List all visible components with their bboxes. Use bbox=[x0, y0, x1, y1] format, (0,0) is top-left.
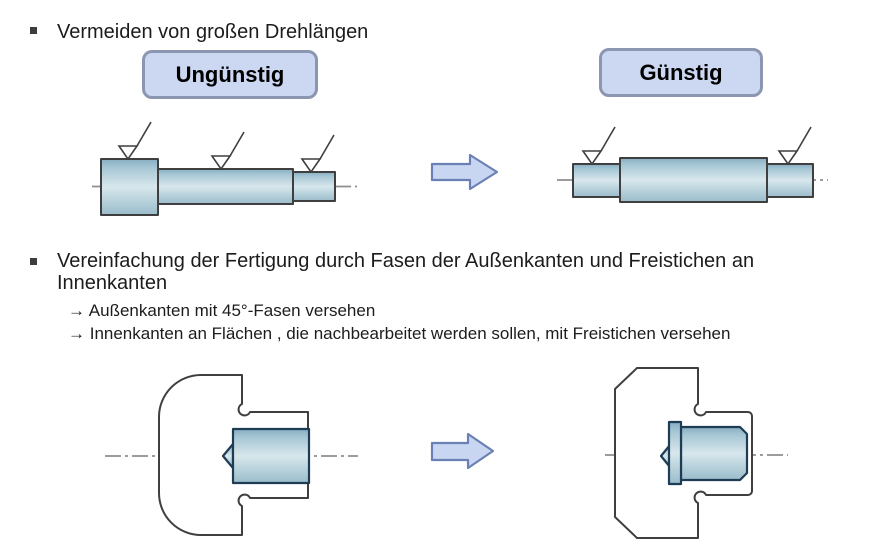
label-unguenstig-text: Ungünstig bbox=[175, 61, 285, 87]
surface-finish-icon bbox=[118, 121, 152, 160]
bullet-square-icon bbox=[30, 258, 37, 265]
pin-collar bbox=[667, 420, 683, 486]
figure-unguenstig-shaft bbox=[92, 121, 357, 216]
shaft-section-middle bbox=[619, 157, 768, 203]
bullet2-line2: Innenkanten bbox=[57, 272, 168, 294]
shaft-section-medium bbox=[157, 168, 294, 205]
bullet-square-icon bbox=[30, 27, 37, 34]
shaft-section-small bbox=[292, 171, 336, 202]
shaft-section-large bbox=[100, 158, 159, 216]
pin-body bbox=[231, 427, 311, 485]
surface-finish-icon bbox=[582, 126, 616, 165]
bullet2-subitem-2: → Innenkanten an Flächen , die nachbearb… bbox=[68, 324, 731, 343]
surface-finish-icon bbox=[211, 131, 245, 170]
surface-finish-icon bbox=[778, 126, 812, 165]
bullet1-text: Vermeiden von großen Drehlängen bbox=[57, 21, 369, 43]
transition-arrow-icon bbox=[430, 432, 495, 470]
figure-guenstig-shaft bbox=[557, 126, 828, 203]
transition-arrow-icon bbox=[430, 153, 499, 191]
bullet2-line1: Vereinfachung der Fertigung durch Fasen … bbox=[57, 250, 755, 272]
label-guenstig-text: Günstig bbox=[639, 59, 723, 85]
surface-finish-icon bbox=[301, 134, 335, 173]
label-unguenstig: Ungünstig bbox=[142, 50, 318, 99]
shaft-end-left bbox=[572, 163, 621, 198]
shaft-end-right bbox=[766, 163, 814, 198]
label-guenstig: Günstig bbox=[599, 48, 763, 97]
figure-guenstig-housing bbox=[605, 367, 788, 539]
pin-body-chamfered bbox=[679, 425, 749, 482]
bullet2-subitem-1: → Außenkanten mit 45°-Fasen versehen bbox=[68, 301, 376, 320]
figure-unguenstig-housing bbox=[105, 374, 358, 536]
